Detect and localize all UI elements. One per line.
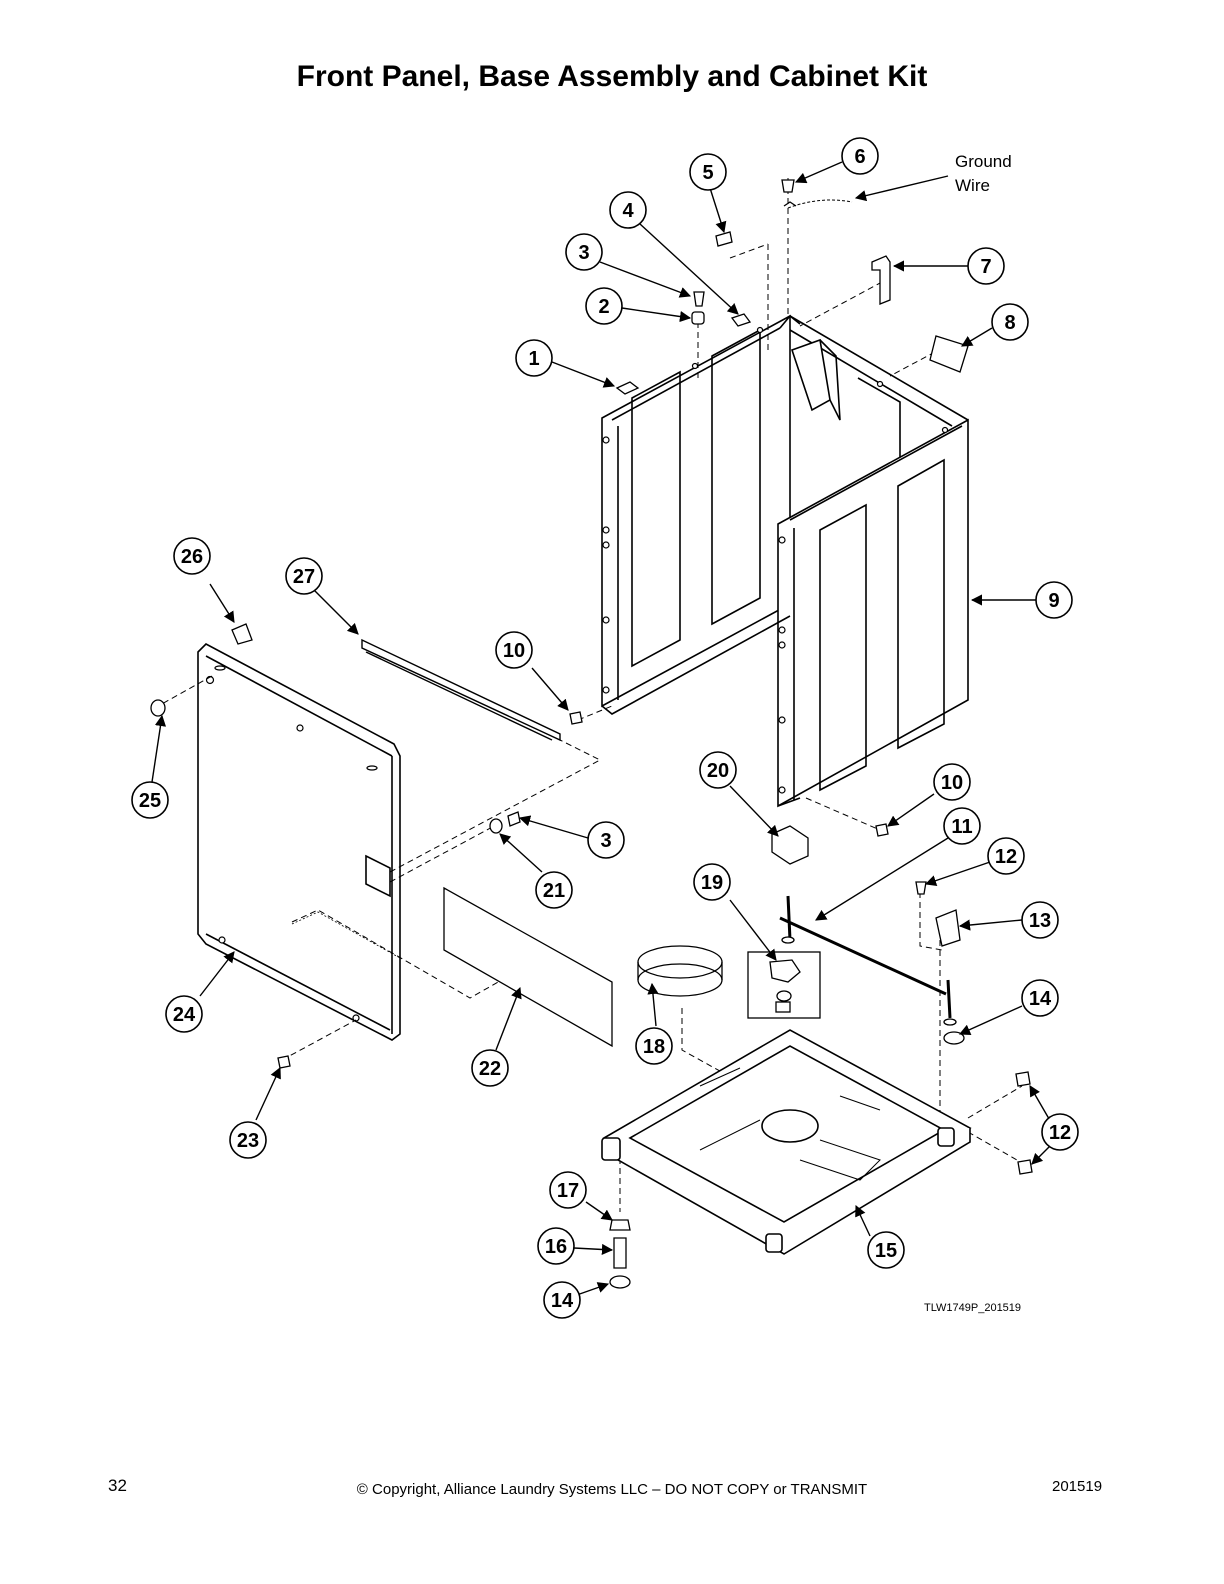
callout-7: 7: [967, 247, 1005, 285]
svg-text:10: 10: [941, 772, 963, 794]
drawing-code: TLW1749P_201519: [924, 1302, 1021, 1314]
callout-16: 16: [537, 1227, 575, 1265]
svg-text:14: 14: [551, 1290, 574, 1312]
svg-text:14: 14: [1029, 988, 1052, 1010]
callout-21: 21: [535, 871, 573, 909]
svg-text:10: 10: [503, 640, 525, 662]
callout-20: 20: [699, 751, 737, 789]
callout-2: 2: [585, 287, 623, 325]
svg-text:22: 22: [479, 1058, 501, 1080]
svg-text:4: 4: [622, 200, 634, 222]
svg-text:8: 8: [1004, 312, 1015, 334]
callout-18: 18: [635, 1027, 673, 1065]
cabinet-shell: [601, 314, 969, 808]
svg-text:3: 3: [600, 830, 611, 852]
callout-10-b: 10: [933, 763, 971, 801]
svg-text:17: 17: [557, 1180, 579, 1202]
callout-14-a: 14: [1021, 979, 1059, 1017]
svg-text:16: 16: [545, 1236, 567, 1258]
svg-text:26: 26: [181, 546, 203, 568]
svg-text:15: 15: [875, 1240, 897, 1262]
svg-text:6: 6: [854, 146, 865, 168]
svg-text:13: 13: [1029, 910, 1051, 932]
svg-text:12: 12: [995, 846, 1017, 868]
svg-text:9: 9: [1048, 590, 1059, 612]
svg-text:19: 19: [701, 872, 723, 894]
callout-14-b: 14: [543, 1281, 581, 1319]
copyright-notice: © Copyright, Alliance Laundry Systems LL…: [356, 1481, 868, 1498]
callout-15: 15: [867, 1231, 905, 1269]
svg-text:1: 1: [528, 348, 539, 370]
callout-27: 27: [285, 557, 323, 595]
callout-25: 25: [131, 781, 169, 819]
callout-12-b: 12: [1041, 1113, 1079, 1151]
ground-wire-label-line1: Ground: [955, 152, 1012, 171]
callout-4: 4: [609, 191, 647, 229]
callout-3: 3: [565, 233, 603, 271]
svg-text:12: 12: [1049, 1122, 1071, 1144]
callout-13: 13: [1021, 901, 1059, 939]
svg-text:24: 24: [173, 1004, 196, 1026]
svg-text:25: 25: [139, 790, 161, 812]
page-title: Front Panel, Base Assembly and Cabinet K…: [296, 60, 928, 93]
callout-5: 5: [689, 153, 727, 191]
svg-text:2: 2: [598, 296, 609, 318]
callout-22: 22: [471, 1049, 509, 1087]
base-assembly: [601, 1029, 972, 1255]
front-panel: [197, 643, 401, 1041]
callout-12-a: 12: [987, 837, 1025, 875]
callout-10-a: 10: [495, 631, 533, 669]
ground-wire: [787, 199, 853, 209]
ground-wire-label-line2: Wire: [955, 176, 990, 195]
assembly-guides: [159, 178, 1025, 1212]
callout-17: 17: [549, 1171, 587, 1209]
svg-text:27: 27: [293, 566, 315, 588]
cabinet-holes: [602, 326, 949, 794]
page-number: 32: [108, 1476, 127, 1495]
svg-text:21: 21: [543, 880, 565, 902]
callout-6: 6: [841, 137, 879, 175]
hardware-parts: [150, 179, 1033, 1289]
svg-text:5: 5: [702, 162, 713, 184]
callout-11: 11: [943, 807, 981, 845]
svg-text:20: 20: [707, 760, 729, 782]
svg-text:11: 11: [951, 816, 972, 838]
callout-1: 1: [515, 339, 553, 377]
svg-text:3: 3: [578, 242, 589, 264]
front-panel-holes: [205, 665, 378, 1022]
callout-8: 8: [991, 303, 1029, 341]
svg-text:18: 18: [643, 1036, 665, 1058]
callout-3-b: 3: [587, 821, 625, 859]
callout-23: 23: [229, 1121, 267, 1159]
front-panel-hidden-line: [291, 911, 401, 959]
document-code: 201519: [1052, 1478, 1103, 1495]
svg-text:7: 7: [980, 256, 991, 278]
svg-text:23: 23: [237, 1130, 259, 1152]
callout-19: 19: [693, 863, 731, 901]
callout-9: 9: [1035, 581, 1073, 619]
callouts: 1 2 3 4 5 6 7 8 9 10 10 11 12 12 13 14 1…: [131, 137, 1079, 1319]
callout-24: 24: [165, 995, 203, 1033]
callout-26: 26: [173, 537, 211, 575]
